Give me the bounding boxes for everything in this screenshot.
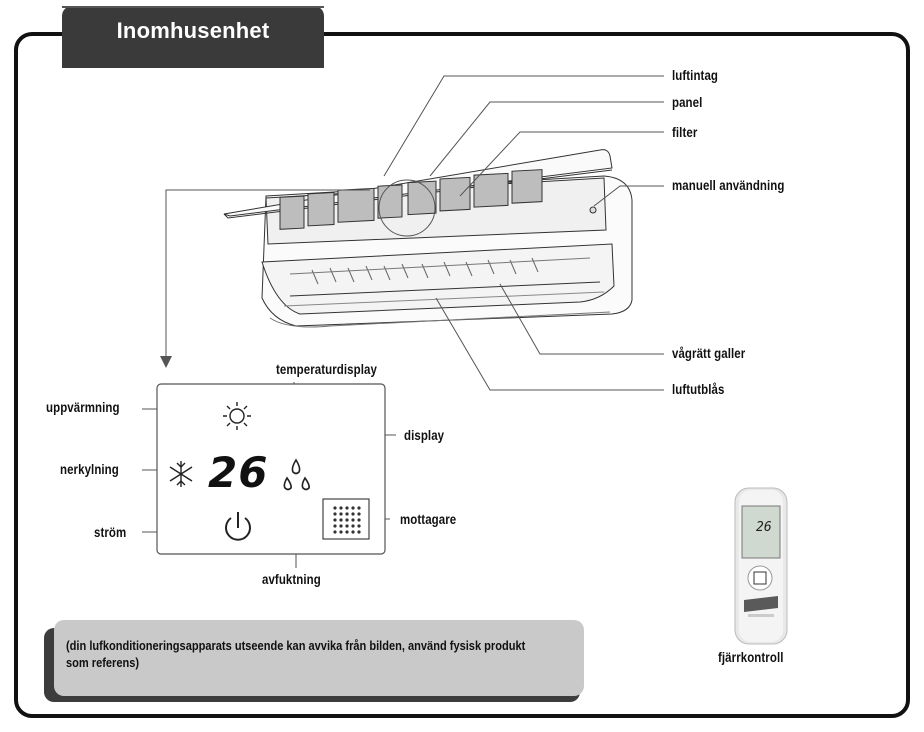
leader-lines bbox=[142, 75, 664, 568]
droplets-icon bbox=[283, 458, 310, 491]
note-box bbox=[54, 620, 584, 696]
label-panel: panel bbox=[672, 95, 703, 110]
label-manual-operation: manuell användning bbox=[672, 178, 785, 193]
temperature-readout: 26 bbox=[208, 448, 269, 497]
sun-icon bbox=[223, 402, 251, 430]
remote-control bbox=[734, 487, 788, 645]
remote-temperature-readout: 26 bbox=[756, 520, 772, 535]
title-tab bbox=[62, 6, 324, 68]
label-dehumidify: avfuktning bbox=[262, 572, 321, 587]
label-temperature-display: temperaturdisplay bbox=[276, 362, 377, 377]
note-text: (din lufkonditioneringsapparats utseende… bbox=[66, 638, 526, 670]
label-horizontal-louver: vågrätt galler bbox=[672, 346, 746, 361]
label-remote-control: fjärrkontroll bbox=[718, 650, 784, 665]
arrow-head bbox=[160, 356, 172, 368]
page-title: Inomhusenhet bbox=[116, 18, 270, 43]
label-heating: uppvärmning bbox=[46, 400, 120, 415]
snowflake-icon bbox=[169, 461, 193, 487]
indoor-unit bbox=[223, 149, 633, 328]
label-power: ström bbox=[94, 525, 127, 540]
label-cooling: nerkylning bbox=[60, 462, 119, 477]
receiver-grid-icon bbox=[322, 498, 370, 540]
label-air-outlet: luftutblås bbox=[672, 382, 725, 397]
label-filter: filter bbox=[672, 125, 698, 140]
label-receiver: mottagare bbox=[400, 512, 457, 527]
label-display: display bbox=[404, 428, 445, 443]
power-icon bbox=[225, 512, 251, 541]
label-air-intake: luftintag bbox=[672, 68, 719, 83]
